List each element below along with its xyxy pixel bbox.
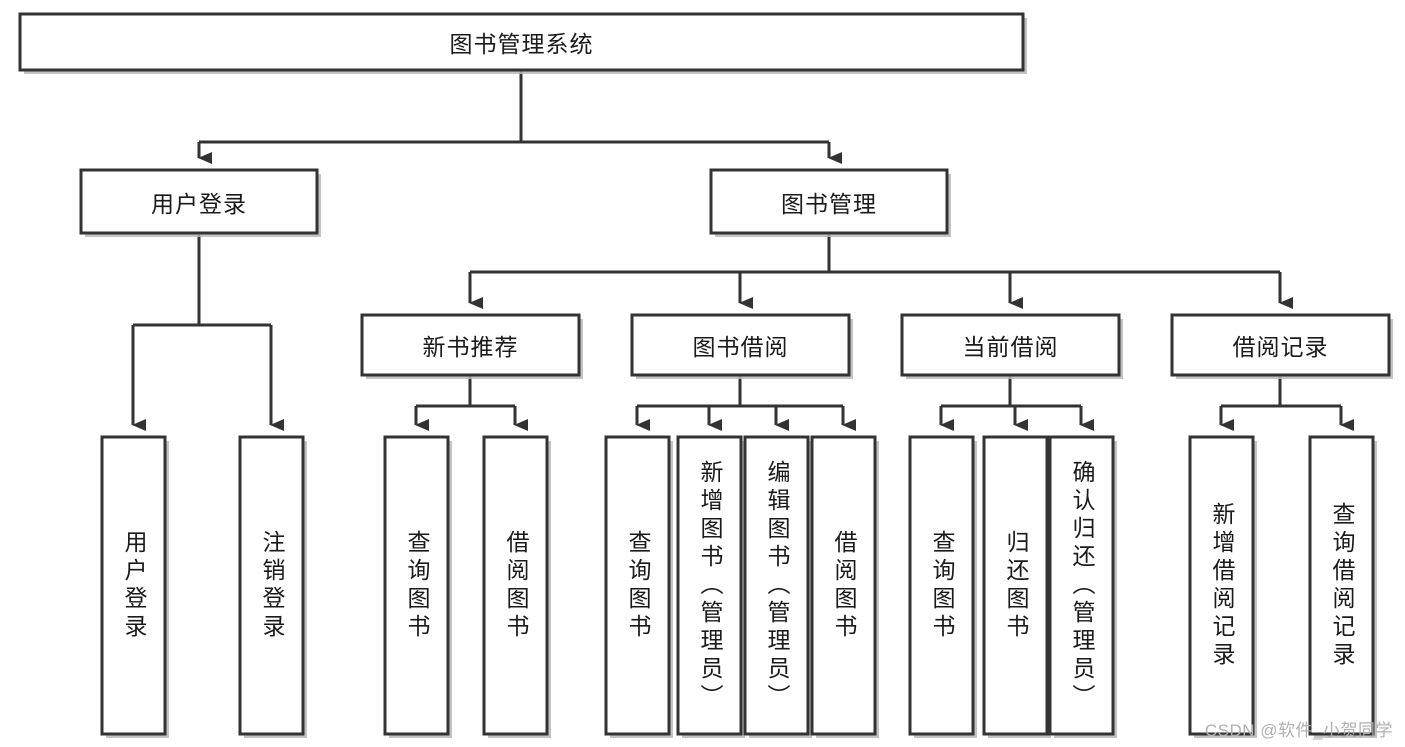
leaf-box-10[interactable]	[1048, 435, 1115, 736]
leaf-box-12[interactable]	[1308, 435, 1375, 736]
node-box-new-book[interactable]	[360, 313, 581, 377]
connector-group-new-book	[414, 375, 528, 431]
leaf-box-3[interactable]	[482, 435, 549, 736]
leaf-box-2[interactable]	[383, 435, 450, 736]
watermark-text: CSDN @软件_小贺同学	[1204, 721, 1393, 740]
connector-group-user-login	[131, 233, 284, 431]
leaf-box-0[interactable]	[100, 435, 167, 736]
node-box-user-login[interactable]	[79, 168, 319, 235]
leaf-box-8[interactable]	[908, 435, 975, 736]
node-box-book-manage[interactable]	[709, 168, 949, 235]
node-box-current[interactable]	[900, 313, 1121, 377]
connector-group-book-manage	[468, 233, 1293, 309]
connector-group-root	[197, 70, 842, 164]
leaf-box-4[interactable]	[604, 435, 671, 736]
connector-group-borrow	[635, 375, 856, 431]
connector-group-current	[939, 375, 1094, 431]
leaf-box-6[interactable]	[743, 435, 810, 736]
node-box-root[interactable]	[18, 12, 1025, 72]
connector-group-record	[1219, 375, 1354, 431]
leaf-box-9[interactable]	[982, 435, 1049, 736]
node-box-borrow[interactable]	[630, 313, 851, 377]
leaf-box-1[interactable]	[238, 435, 305, 736]
leaf-box-7[interactable]	[810, 435, 877, 736]
node-box-record[interactable]	[1170, 313, 1391, 377]
leaf-box-11[interactable]	[1188, 435, 1255, 736]
node-boxes	[18, 12, 1393, 738]
leaf-box-5[interactable]	[676, 435, 743, 736]
